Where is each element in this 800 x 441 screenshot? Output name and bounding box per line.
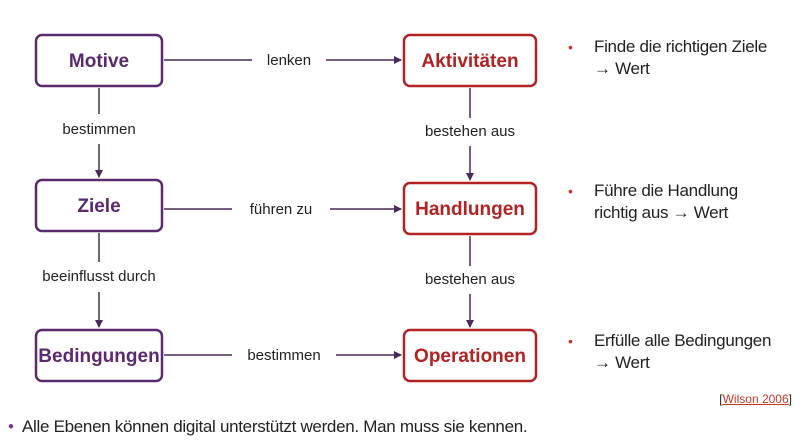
node-bedingungen-label: Bedingungen: [38, 346, 159, 367]
node-motive-label: Motive: [69, 51, 129, 72]
bullet-text: Erfülle alle Bedingungen → Wert: [594, 331, 772, 372]
edge-bestimmen-row: bestimmen: [164, 347, 402, 364]
bullet-item-handlung: • Führe die Handlung richtig aus → Wert: [568, 180, 798, 224]
edge-bestimmen-col: bestimmen: [62, 88, 136, 178]
edge-fuehren-zu: führen zu: [164, 201, 402, 218]
edge-bestehen-aus-2-label: bestehen aus: [425, 271, 515, 288]
footer-bullet-dot: •: [8, 417, 14, 436]
footer-note: • Alle Ebenen können digital unterstützt…: [8, 417, 528, 437]
node-ziele-label: Ziele: [77, 196, 120, 217]
bullet-item-ziele: • Finde die richtigen Ziele → Wert: [568, 36, 798, 80]
edge-bestimmen-row-label: bestimmen: [247, 347, 320, 364]
bullet-text: Führe die Handlung richtig aus → Wert: [594, 181, 738, 222]
node-operationen-label: Operationen: [414, 346, 526, 367]
node-aktivitaeten: Aktivitäten: [402, 33, 538, 88]
edge-beeinflusst-durch-label: beeinflusst durch: [42, 268, 155, 285]
bullet-dot: •: [568, 183, 573, 199]
node-handlungen-label: Handlungen: [415, 199, 525, 220]
edge-bestehen-aus-2: bestehen aus: [425, 236, 515, 328]
edge-fuehren-zu-label: führen zu: [250, 201, 313, 218]
edge-bestehen-aus-1: bestehen aus: [425, 88, 515, 181]
edge-bestehen-aus-1-label: bestehen aus: [425, 123, 515, 140]
bullet-item-bedingungen: • Erfülle alle Bedingungen → Wert: [568, 330, 798, 374]
node-motive: Motive: [34, 33, 164, 88]
citation: [Wilson 2006]: [700, 392, 792, 406]
bullet-dot: •: [568, 39, 573, 55]
citation-close-bracket: ]: [788, 392, 792, 406]
node-handlungen: Handlungen: [402, 181, 538, 236]
edge-bestimmen-col-label: bestimmen: [62, 121, 135, 138]
citation-open-bracket: [: [719, 392, 723, 406]
bullet-dot: •: [568, 333, 573, 349]
node-operationen: Operationen: [402, 328, 538, 383]
citation-link[interactable]: Wilson 2006: [722, 392, 789, 406]
footer-note-text: Alle Ebenen können digital unterstützt w…: [22, 417, 528, 436]
edge-lenken: lenken: [164, 52, 402, 69]
edge-lenken-label: lenken: [267, 52, 311, 69]
edge-beeinflusst-durch: beeinflusst durch: [42, 233, 156, 328]
bullet-text: Finde die richtigen Ziele → Wert: [594, 37, 767, 78]
node-bedingungen: Bedingungen: [34, 328, 164, 383]
node-aktivitaeten-label: Aktivitäten: [421, 51, 518, 72]
node-ziele: Ziele: [34, 178, 164, 233]
